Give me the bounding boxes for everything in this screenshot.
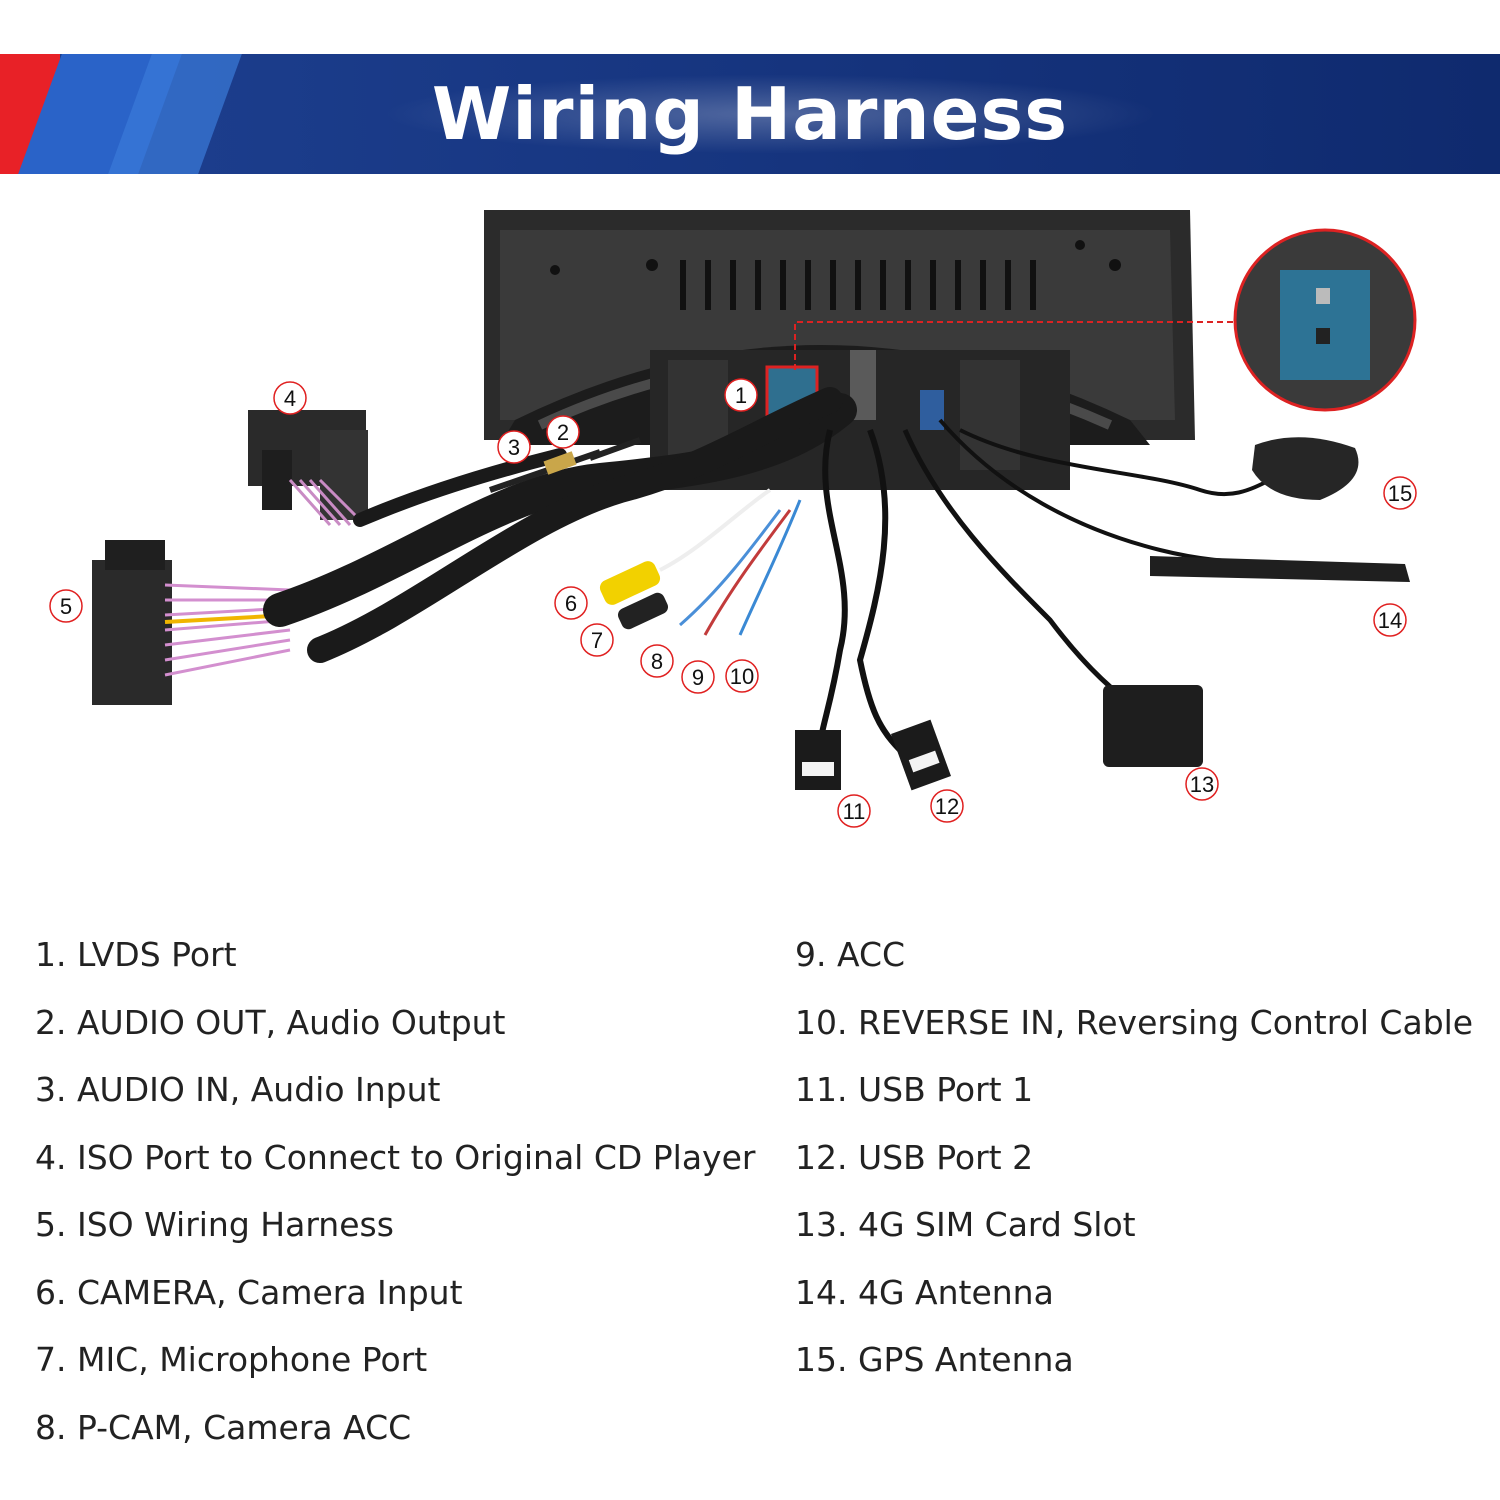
legend-item: 15. GPS Antenna (795, 1340, 1074, 1379)
callout-3: 3 (497, 430, 531, 464)
page-title: Wiring Harness (431, 72, 1069, 156)
antennas (938, 418, 1410, 582)
svg-text:13: 13 (1190, 772, 1214, 797)
callout-11: 11 (837, 794, 871, 828)
callout-1: 1 (724, 378, 758, 412)
legend-item: 6. CAMERA, Camera Input (35, 1272, 463, 1312)
usb-cables (795, 428, 951, 791)
callout-10: 10 (725, 659, 759, 693)
svg-text:14: 14 (1378, 608, 1402, 633)
braided-loom (263, 387, 857, 663)
svg-text:5: 5 (60, 594, 72, 619)
callout-13: 13 (1185, 767, 1219, 801)
banner-glow (380, 74, 1160, 154)
svg-text:9: 9 (692, 665, 704, 690)
legend-item: 11. USB Port 1 (795, 1070, 1034, 1109)
legend-item: 3. AUDIO IN, Audio Input (35, 1070, 441, 1109)
svg-text:11: 11 (843, 799, 866, 824)
svg-text:7: 7 (591, 628, 603, 653)
legend-item: 5. ISO Wiring Harness (35, 1205, 394, 1244)
legend-item: 14. 4G Antenna (795, 1272, 1054, 1312)
iso-harness-connector (92, 540, 291, 705)
title-banner: Wiring Harness (0, 54, 1500, 174)
head-unit (484, 210, 1195, 490)
callout-12: 12 (930, 789, 964, 823)
callout-14: 14 (1373, 603, 1407, 637)
legend-left: 1. LVDS Port 2. AUDIO OUT, Audio Output … (35, 930, 755, 1470)
audio-plugs (489, 437, 642, 493)
svg-text:15: 15 (1388, 481, 1412, 506)
harness-diagram: 1 2 3 4 5 6 7 8 9 10 11 12 13 14 15 (49, 210, 1417, 828)
callout-8: 8 (640, 644, 674, 678)
legend-item: 4. ISO Port to Connect to Original CD Pl… (35, 1137, 756, 1177)
callout-6: 6 (554, 586, 588, 620)
rca-camera-mic (599, 488, 802, 636)
legend-item: 8. P-CAM, Camera ACC (35, 1407, 412, 1447)
legend-item: 7. MIC, Microphone Port (35, 1340, 428, 1379)
legend-right: 9. ACC 10. REVERSE IN, Reversing Control… (795, 930, 1473, 1403)
legend-item: 1. LVDS Port (35, 935, 237, 974)
svg-text:4: 4 (284, 386, 296, 411)
callout-9: 9 (681, 660, 715, 694)
legend-item: 10. REVERSE IN, Reversing Control Cable (795, 1002, 1474, 1042)
svg-text:8: 8 (651, 649, 663, 674)
callout-4: 4 (273, 381, 307, 415)
legend-item: 12. USB Port 2 (795, 1137, 1034, 1177)
legend-item: 13. 4G SIM Card Slot (795, 1205, 1136, 1244)
svg-text:1: 1 (735, 383, 747, 408)
legend-item: 2. AUDIO OUT, Audio Output (35, 1002, 506, 1042)
callout-markers: 1 2 3 4 5 6 7 8 9 10 11 12 13 14 15 (49, 378, 1417, 828)
legend-item: 9. ACC (795, 935, 906, 974)
callout-2: 2 (546, 415, 580, 449)
callout-15: 15 (1383, 476, 1417, 510)
svg-text:6: 6 (565, 591, 577, 616)
svg-text:10: 10 (730, 664, 754, 689)
svg-text:12: 12 (935, 794, 959, 819)
callout-5: 5 (49, 589, 83, 623)
callout-7: 7 (580, 623, 614, 657)
svg-text:3: 3 (508, 435, 520, 460)
svg-text:2: 2 (557, 420, 569, 445)
sim-slot-cable (902, 428, 1203, 767)
iso-cd-connector (248, 410, 368, 526)
